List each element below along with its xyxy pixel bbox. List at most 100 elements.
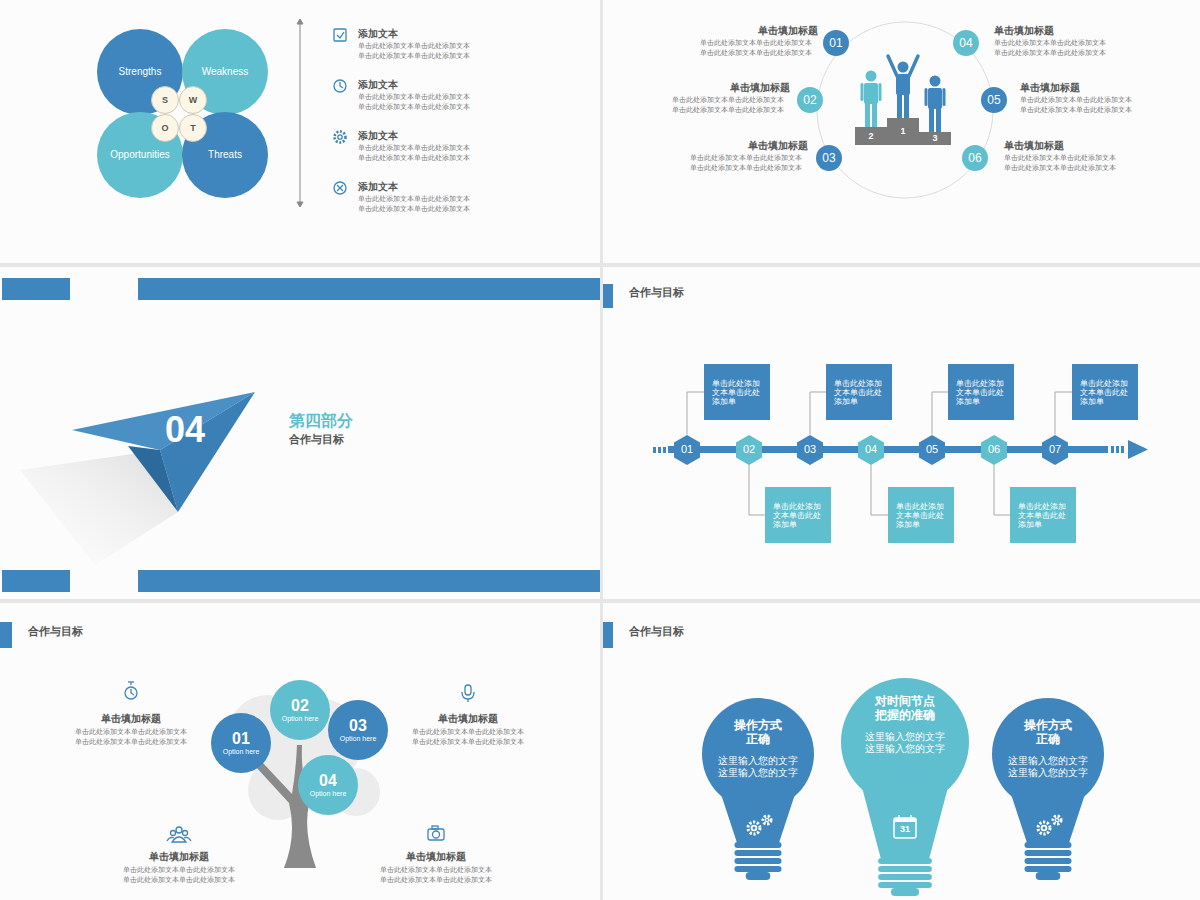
leader-connector (749, 465, 765, 516)
leader-connector (810, 392, 826, 435)
person-figure (879, 83, 882, 101)
item-body: 单击此处添加文本单击此处添加文本 单击此处添加文本单击此处添加文本 (358, 41, 480, 61)
slide-panel (603, 267, 1200, 599)
person-figure (866, 71, 877, 82)
node-body: Option here (340, 735, 377, 743)
item-body: 单击此处添加文本单击此处添加文本 单击此处添加文本单击此处添加文本 (358, 194, 480, 214)
tree-circle: 04Option here (298, 755, 358, 815)
node-title: T (190, 123, 196, 134)
bulb-shape: 操作方式 正确这里输入您的文字 这里输入您的文字 (992, 698, 1104, 880)
calendar-icon (894, 815, 916, 838)
item-body: 单击此处添加文本单击此处添加文本 单击此处添加文本单击此处添加文本 (700, 38, 818, 58)
node-title: 04 (959, 36, 972, 50)
item-body: 单击此处添加文本单击此处添加文本 单击此处添加文本单击此处添加文本 (672, 95, 790, 115)
item-icon (167, 837, 174, 841)
item-body: 单击此处添加文本单击此处添加文本 单击此处添加文本单击此处添加文本 (376, 865, 496, 885)
person-figure (861, 71, 882, 128)
step-hexagon: 01 (672, 435, 702, 465)
winner-figure (897, 94, 902, 118)
hexagon-fill (736, 435, 762, 465)
item-icon (125, 687, 137, 699)
item-icon (337, 32, 344, 38)
paper-plane (160, 392, 255, 512)
title-bar (2, 278, 600, 592)
person-figure (930, 76, 941, 87)
node-title: 04 (319, 771, 337, 790)
node-title: 单击此处添加 文本单击此处 添加单 (834, 379, 884, 406)
paper-plane (128, 446, 178, 512)
item-body: 单击此处添加文本单击此处添加文本 单击此处添加文本单击此处添加文本 (119, 865, 239, 885)
node-title: 单击此处添加 文本单击此处 添加单 (773, 502, 823, 529)
bulb-outline (1024, 866, 1071, 872)
divider-line (297, 202, 303, 207)
item-icon (131, 689, 134, 695)
item-body: 单击此处添加文本单击此处添加文本 单击此处添加文本单击此处添加文本 (358, 143, 480, 163)
node-title: 单击此处添加 文本单击此处 添加单 (896, 502, 946, 529)
person-figure (925, 76, 946, 133)
gear-icon (748, 816, 771, 834)
bulb-outline (734, 866, 781, 872)
header-marker (0, 284, 613, 648)
step-text-box: 单击此处添加 文本单击此处 添加单 (948, 364, 1014, 420)
section-number: 04 (165, 410, 221, 450)
tree-circle: 03Option here (328, 700, 388, 760)
item-heading: 单击填加标题 (1020, 81, 1138, 95)
node-title: 对时间节点 把握的准确 (872, 694, 938, 723)
bulb-shape: 操作方式 正确这里输入您的文字 这里输入您的文字 (702, 698, 814, 880)
timeline-arrow (1128, 440, 1148, 459)
slide-panel (0, 603, 600, 900)
gear-icon (1055, 818, 1059, 822)
node-title: Opportunities (110, 149, 169, 161)
calendar-icon (898, 815, 900, 820)
item-heading: 添加文本 (358, 27, 480, 41)
item-heading: 添加文本 (358, 78, 480, 92)
hexagon-fill (858, 435, 884, 465)
gear-icon (1043, 827, 1046, 830)
number-circle: 06 (962, 145, 988, 171)
hexagon-fill (797, 435, 823, 465)
item-icon (128, 681, 134, 682)
step-text-box: 单击此处添加 文本单击此处 添加单 (888, 487, 954, 543)
item-body: 单击此处添加文本单击此处添加文本 单击此处添加文本单击此处添加文本 (1004, 153, 1122, 173)
gear-icon (748, 822, 760, 834)
step-hexagon: 07 (1040, 435, 1070, 465)
timeline-arrow (1116, 446, 1119, 453)
node-body: 这里输入您的文字 这里输入您的文字 (862, 731, 948, 755)
node-title: 03 (804, 443, 816, 456)
item-icon (334, 182, 346, 194)
node-title: 06 (968, 151, 981, 165)
bulb-outline (1024, 858, 1071, 864)
item-icon (465, 685, 471, 695)
node-title: 单击此处添加 文本单击此处 添加单 (1018, 502, 1068, 529)
section-title: 第四部分 (289, 410, 409, 432)
node-title: 单击此处添加 文本单击此处 添加单 (956, 379, 1006, 406)
step-hexagon: 05 (917, 435, 947, 465)
node-title: W (189, 95, 198, 106)
bulb-outline (1024, 850, 1071, 856)
swot-letter: S (151, 86, 179, 114)
bulb-outline (878, 866, 932, 872)
node-title: 单击此处添加 文本单击此处 添加单 (712, 379, 762, 406)
bulb-outline (1024, 842, 1071, 848)
number-circle: 04 (953, 30, 979, 56)
number-circle: 02 (797, 87, 823, 113)
item-heading: 单击填加标题 (119, 850, 239, 864)
node-title: 1 (900, 126, 905, 137)
node-title: 2 (868, 131, 873, 142)
header-marker (603, 622, 613, 648)
node-title: 03 (822, 151, 835, 165)
item-icon (467, 699, 468, 702)
node-title: 05 (987, 93, 1000, 107)
timeline-arrow (668, 446, 1108, 453)
gear-icon (765, 818, 769, 822)
node-title: 操作方式 正确 (1020, 718, 1076, 747)
item-heading: 单击填加标题 (376, 850, 496, 864)
item-icon (337, 185, 343, 191)
node-title: 单击此处添加 文本单击此处 添加单 (1080, 379, 1130, 406)
item-icon (428, 829, 444, 840)
item-body: 单击此处添加文本单击此处添加文本 单击此处添加文本单击此处添加文本 (408, 727, 528, 747)
node-title: 02 (291, 696, 309, 715)
winner-figure (888, 56, 918, 118)
